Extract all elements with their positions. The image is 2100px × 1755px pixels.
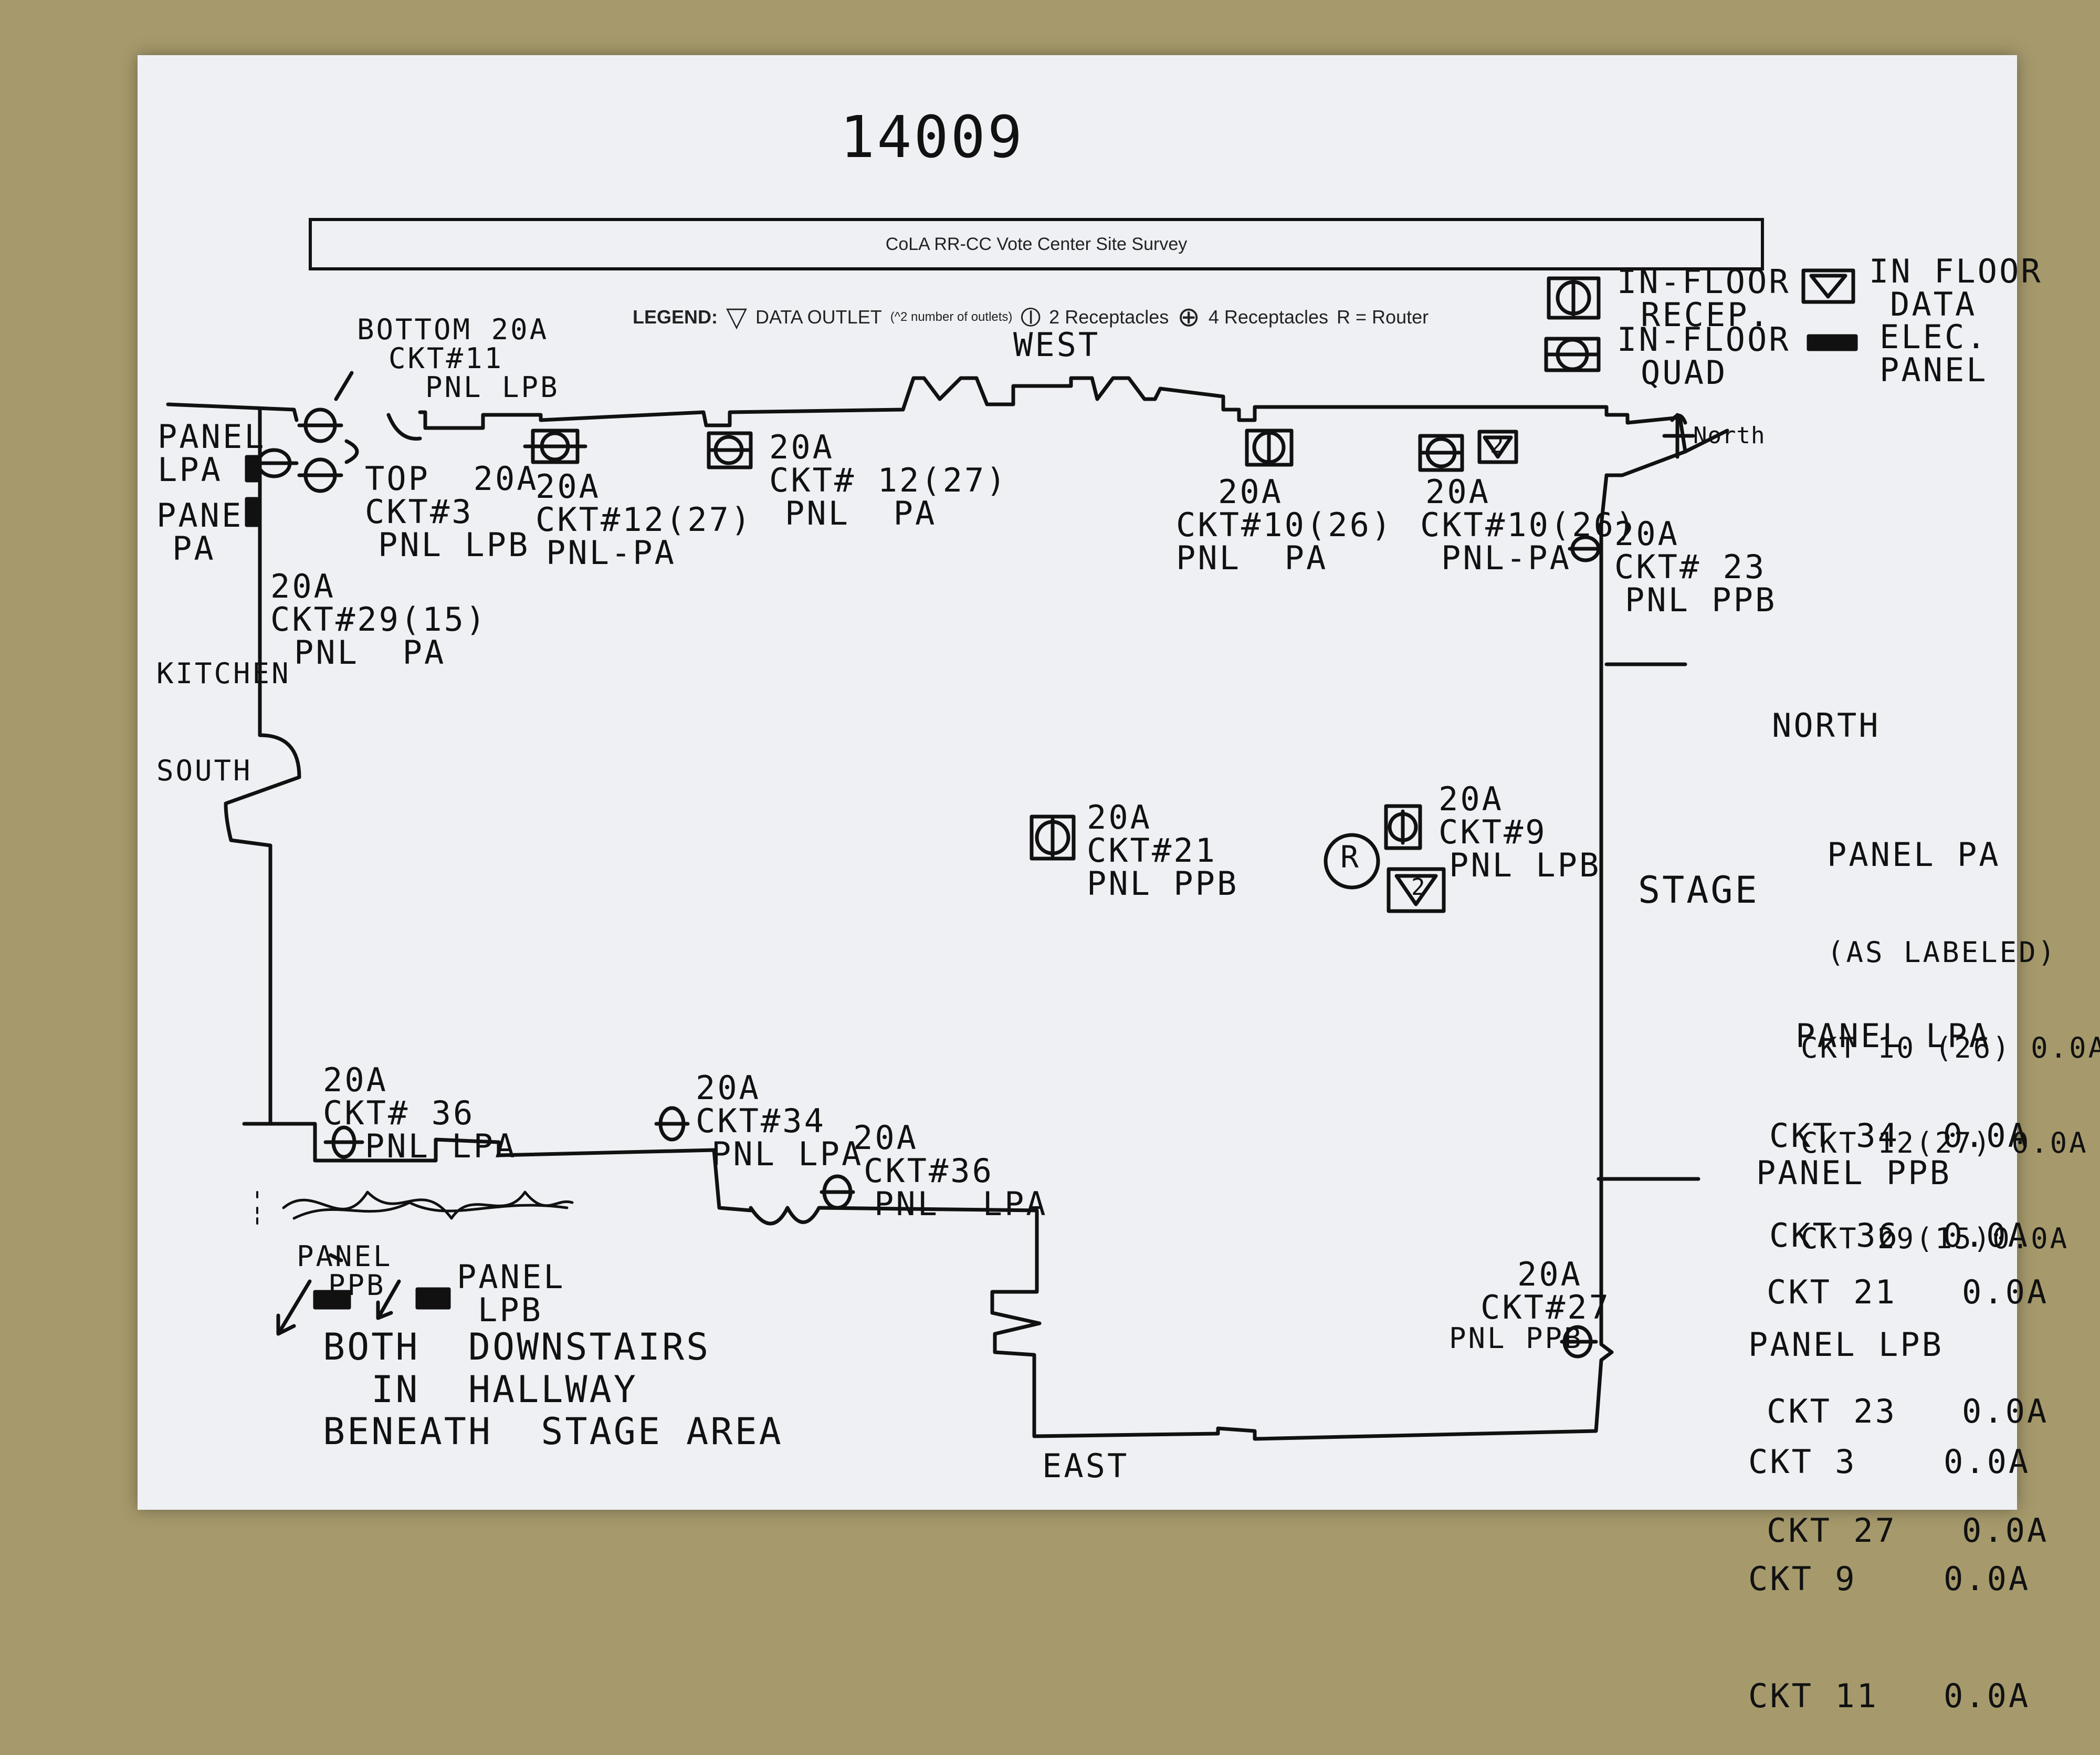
printed-legend: LEGEND: ▽ DATA OUTLET (^2 number of outl… (633, 304, 1429, 331)
floor-plan-drawing (166, 268, 1858, 1441)
paper-sheet (138, 55, 2017, 1510)
label-east: EAST (1042, 1447, 1129, 1485)
label-compass-north: North (1693, 422, 1766, 449)
label-north: NORTH (1772, 706, 1881, 745)
data-outlet-triangle-icon: ▽ (726, 302, 747, 332)
south-wall-line (224, 408, 753, 1213)
header-title-box: CoLA RR-CC Vote Center Site Survey (309, 218, 1764, 270)
header-title: CoLA RR-CC Vote Center Site Survey (885, 234, 1188, 254)
legend-data-outlet: DATA OUTLET (755, 306, 882, 328)
compass-sketch (1662, 413, 1695, 459)
legend-router: R = Router (1337, 306, 1429, 328)
receptacle-symbols (250, 408, 1603, 1359)
legend-data-outlet-note: (^2 number of outlets) (890, 310, 1013, 324)
label-stage: STAGE (1638, 869, 1759, 912)
north-extension (1683, 429, 1729, 454)
legend-two-recept: 2 Receptacles (1049, 306, 1169, 328)
summary-panel-pa: PANEL PA (AS LABELED) CKT 10 (26) 0.0A C… (1801, 835, 2100, 1255)
label-west: WEST (1013, 326, 1100, 364)
legend-label: LEGEND: (633, 306, 718, 328)
hand-legend-symbols (1544, 268, 1858, 372)
four-receptacle-icon: ⊕ (1177, 302, 1200, 332)
two-receptacle-icon: ⦶ (1021, 302, 1041, 332)
west-wall-line (166, 376, 1687, 477)
router-symbol: R (1340, 839, 1361, 875)
panel-markers (245, 371, 451, 1336)
arch-mark (386, 413, 422, 441)
survey-number: 14009 (840, 103, 1025, 171)
data-count-mark-a: 2 (1490, 432, 1506, 458)
scribble (282, 1190, 574, 1220)
summary-panel-lpa: PANEL LPA CKT 34 0.0A CKT 36 0.0A (1769, 1017, 2030, 1255)
label-kitchen: KITCHEN (156, 657, 291, 690)
hand-legend-elec-panel: ELEC.PANEL (1880, 318, 1988, 390)
legend-four-recept: 4 Receptacles (1208, 306, 1329, 328)
summary-panel-ppb: PANEL PPB CKT 21 0.0A CKT 23 0.0A CKT 27… (1756, 1154, 2049, 1550)
east-wall-line (749, 473, 1614, 1441)
label-south: SOUTH (156, 754, 253, 787)
summary-panel-lpb: PANEL LPB CKT 3 0.0A CKT 9 0.0A CKT 11 0… (1748, 1325, 2031, 1716)
data-count-mark-b: 2 (1411, 874, 1427, 901)
